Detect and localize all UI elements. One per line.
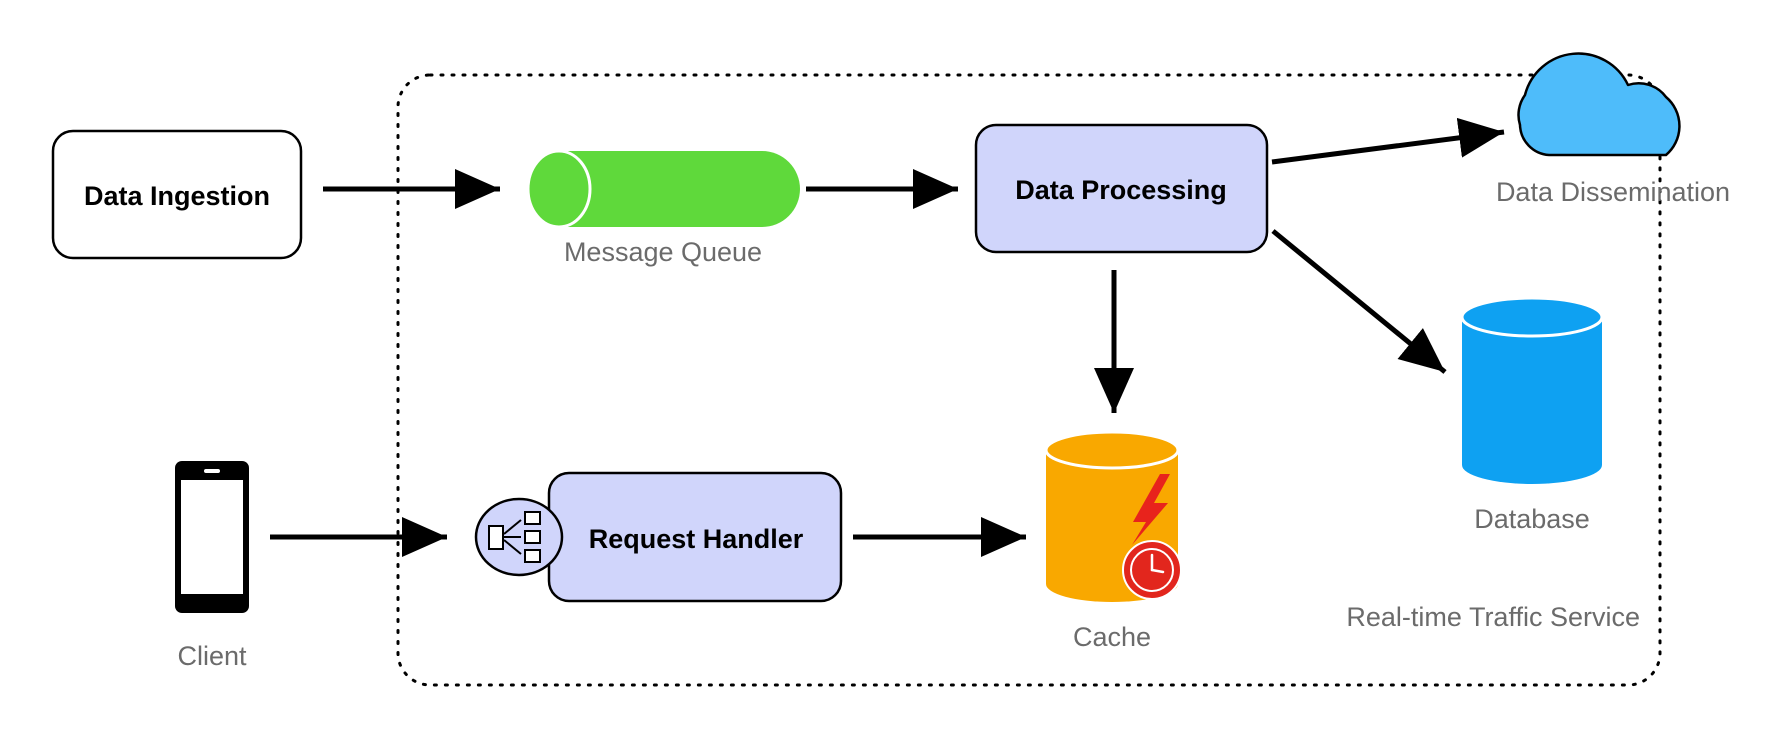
client-node[interactable]: Client [175, 461, 249, 671]
cloud-icon [1517, 52, 1681, 157]
data-ingestion-box [51, 129, 303, 260]
lightning-icon [1132, 474, 1170, 545]
message-queue-icon [526, 149, 800, 229]
cache-node[interactable]: Cache [1044, 430, 1182, 652]
database-cylinder-icon [1460, 296, 1604, 484]
service-boundary [396, 73, 1662, 687]
data-processing-box [974, 123, 1269, 254]
data-dissemination-node[interactable]: Data Dissemination [1496, 52, 1730, 207]
database-node[interactable]: Database [1460, 296, 1604, 534]
data-ingestion-label: Data Ingestion [84, 181, 270, 211]
database-label: Database [1474, 504, 1590, 534]
message-queue-label: Message Queue [564, 237, 762, 267]
data-processing-label: Data Processing [1015, 175, 1227, 205]
load-balancer-icon [474, 497, 564, 577]
arrow-processing-to-dissemination [1271, 117, 1505, 165]
arrow-processing-to-database [1271, 229, 1447, 374]
message-queue-node[interactable]: Message Queue [526, 149, 800, 267]
mobile-phone-icon [175, 461, 249, 613]
data-ingestion-node[interactable]: Data Ingestion [51, 129, 303, 260]
client-label: Client [177, 641, 247, 671]
connectors [270, 117, 1505, 557]
cache-label: Cache [1073, 622, 1151, 652]
request-handler-node[interactable]: Request Handler [474, 471, 843, 603]
service-boundary-label: Real-time Traffic Service [1346, 602, 1640, 632]
data-dissemination-label: Data Dissemination [1496, 177, 1730, 207]
clock-icon [1122, 540, 1182, 600]
data-processing-node[interactable]: Data Processing [974, 123, 1269, 254]
request-handler-label: Request Handler [589, 524, 804, 554]
